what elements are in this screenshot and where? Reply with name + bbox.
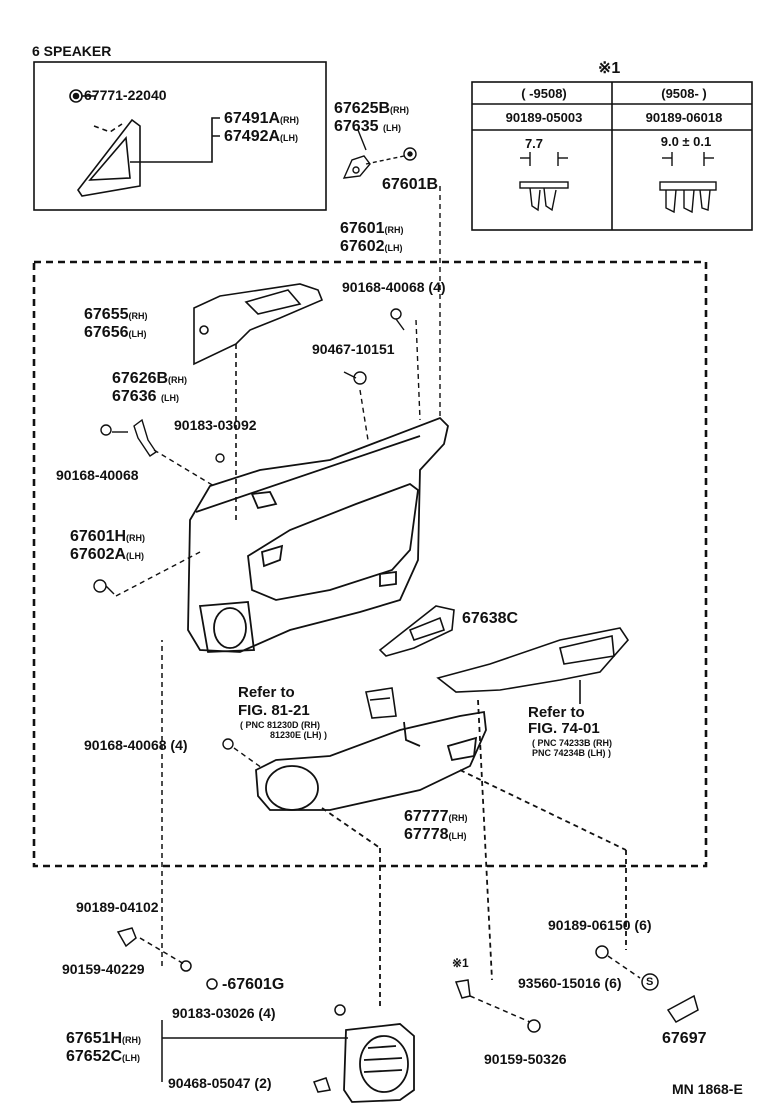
label-90159-503: 90159-50326 [484, 1051, 567, 1067]
table-col1-range: ( -9508) [521, 86, 567, 101]
bracket-67625 [342, 129, 441, 420]
section-title: 6 SPEAKER [32, 43, 112, 59]
label-67635: 67635 (LH) [334, 118, 401, 135]
ref-b-line1: Refer to [528, 704, 585, 721]
right-fasteners [454, 945, 699, 1033]
label-67636: 67636 (LH) [112, 388, 179, 405]
label-90159-402: 90159-40229 [62, 961, 145, 977]
table-col2-part: 90189-06018 [645, 110, 723, 125]
note-mark: ※1 [598, 60, 621, 77]
ref-a-line1: Refer to [238, 684, 295, 701]
label-67602a: 67602A(LH) [70, 546, 145, 563]
label-90183-bot: 90183-03026 (4) [172, 1005, 276, 1021]
ref-b-pnc1: ( PNC 74233B (RH) [532, 738, 613, 748]
label-67626: 67626B(RH) [112, 370, 188, 387]
label-67601g: -67601G [222, 976, 285, 993]
clip-spec-table [471, 81, 753, 231]
clip-drawing-right [659, 152, 717, 214]
label-90168-low: 90168-40068 (4) [84, 737, 188, 753]
label-67638c: 67638C [462, 610, 519, 627]
tweeter-cover [69, 89, 220, 197]
table-col2-range: (9508- ) [661, 86, 707, 101]
label-90189-041: 90189-04102 [76, 899, 159, 915]
label-67601b: 67601B [382, 176, 439, 193]
switch-base-67638c [378, 605, 455, 657]
table-col1-dim: 7.7 [524, 136, 544, 151]
label-67777: 67777(RH) [404, 808, 468, 825]
lower-fasteners [116, 640, 348, 1093]
label-67771: 67771-22040 [84, 87, 167, 103]
label-93560: 93560-15016 (6) [518, 975, 622, 991]
clip-drawing-left [519, 152, 569, 212]
speaker-grille-67651h [343, 1023, 415, 1103]
speaker-inset-box [33, 61, 327, 211]
ref-b-pnc2: PNC 74234B (LH) ) [532, 748, 612, 758]
table-col1-part: 90189-05003 [505, 110, 583, 125]
door-trim-panel [187, 416, 449, 653]
label-90467: 90467-10151 [312, 341, 395, 357]
label-67652c: 67652C(LH) [66, 1048, 141, 1065]
label-67601h: 67601H(RH) [70, 528, 146, 545]
label-67697: 67697 [662, 1030, 707, 1047]
label-67602: 67602(LH) [340, 238, 403, 255]
ref-a-pnc1: ( PNC 81230D (RH) [240, 720, 321, 730]
screw-group [93, 308, 421, 769]
label-67651h: 67651H(RH) [66, 1030, 142, 1047]
label-67601: 67601(RH) [340, 220, 404, 237]
ref-a-line2[interactable]: FIG. 81-21 [238, 702, 310, 719]
label-67778: 67778(LH) [404, 826, 467, 843]
upper-trim-67655 [193, 283, 324, 520]
table-col2-dim: 9.0 ± 0.1 [660, 134, 712, 149]
ref-a-pnc2: 81230E (LH) ) [270, 730, 328, 740]
label-67655: 67655(RH) [84, 306, 148, 323]
ref-b-line2[interactable]: FIG. 74-01 [528, 720, 600, 737]
lower-trim-67777 [255, 699, 627, 1010]
label-67492: 67492A(LH) [224, 128, 299, 145]
label-90168-top: 90168-40068 (4) [342, 279, 446, 295]
label-90189-061: 90189-06150 (6) [548, 917, 652, 933]
note-mark-small: ※1 [452, 956, 469, 970]
assembly-frame [32, 260, 708, 868]
label-67656: 67656(LH) [84, 324, 147, 341]
s-mark: S [646, 976, 654, 988]
label-90168-left: 90168-40068 [56, 467, 139, 483]
armrest-switch-panel [436, 627, 630, 704]
courtesy-lamp-clip [365, 687, 397, 719]
label-67625: 67625B(RH) [334, 100, 410, 117]
label-90468: 90468-05047 (2) [168, 1075, 272, 1091]
diagram-code: MN 1868-E [672, 1081, 743, 1097]
label-90183-mid: 90183-03092 [174, 417, 257, 433]
label-67491: 67491A(RH) [224, 110, 300, 127]
